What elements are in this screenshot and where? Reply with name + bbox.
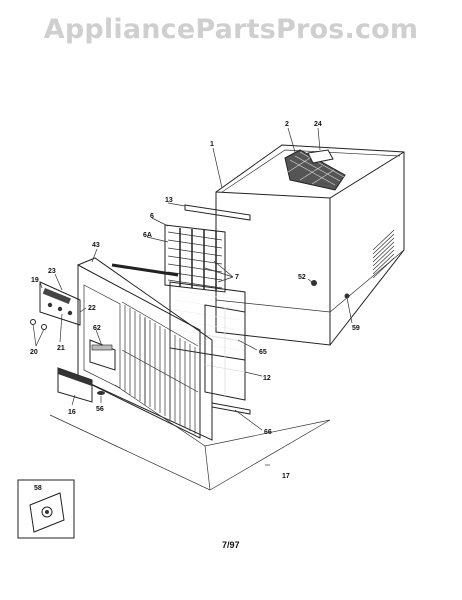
callout-62: 62	[93, 325, 101, 332]
callout-17: 17	[282, 473, 290, 480]
callout-20: 20	[30, 349, 38, 356]
inset-detail-box	[17, 479, 75, 539]
callout-56: 56	[96, 406, 104, 413]
control-panel	[39, 281, 81, 326]
leader-lines	[32, 127, 353, 466]
callout-6a: 6A	[143, 232, 152, 239]
callout-16: 16	[68, 409, 76, 416]
callout-13: 13	[165, 197, 173, 204]
callout-6: 6	[150, 213, 154, 220]
callout-58: 58	[34, 485, 42, 492]
callout-7: 7	[235, 274, 239, 281]
callout-19: 19	[31, 277, 39, 284]
callout-59: 59	[352, 325, 360, 332]
footer-date-code: 7/97	[222, 540, 240, 550]
callout-52: 52	[298, 274, 306, 281]
watermark-text: AppliancePartsPros.com	[43, 14, 419, 45]
callout-labels: 24 2 1 13 6 6A 7 43 23 19 22 52 59 62 20…	[30, 121, 360, 492]
top-rod	[111, 263, 179, 277]
rating-label	[307, 149, 334, 164]
top-insulation-pad	[284, 149, 346, 191]
bottom-strip	[211, 402, 251, 415]
screw	[344, 293, 350, 299]
top-bracket-bar	[184, 204, 251, 221]
filter-frame	[169, 281, 246, 361]
callout-1: 1	[210, 141, 214, 148]
callout-66: 66	[264, 429, 272, 436]
assembly-outline	[49, 384, 331, 491]
callout-24: 24	[314, 121, 322, 128]
air-filter	[204, 304, 246, 401]
callout-23: 23	[48, 268, 56, 275]
callout-21: 21	[57, 345, 65, 352]
evaporator-coil	[164, 224, 226, 293]
callout-65: 65	[259, 349, 267, 356]
screw-56	[97, 391, 105, 395]
callout-22: 22	[88, 305, 96, 312]
callout-12: 12	[263, 375, 271, 382]
front-grille	[77, 257, 213, 441]
control-door	[57, 367, 93, 403]
grommet	[311, 280, 317, 286]
cabinet-outer-case	[215, 144, 405, 346]
callout-2: 2	[285, 121, 289, 128]
callout-43: 43	[92, 242, 100, 249]
